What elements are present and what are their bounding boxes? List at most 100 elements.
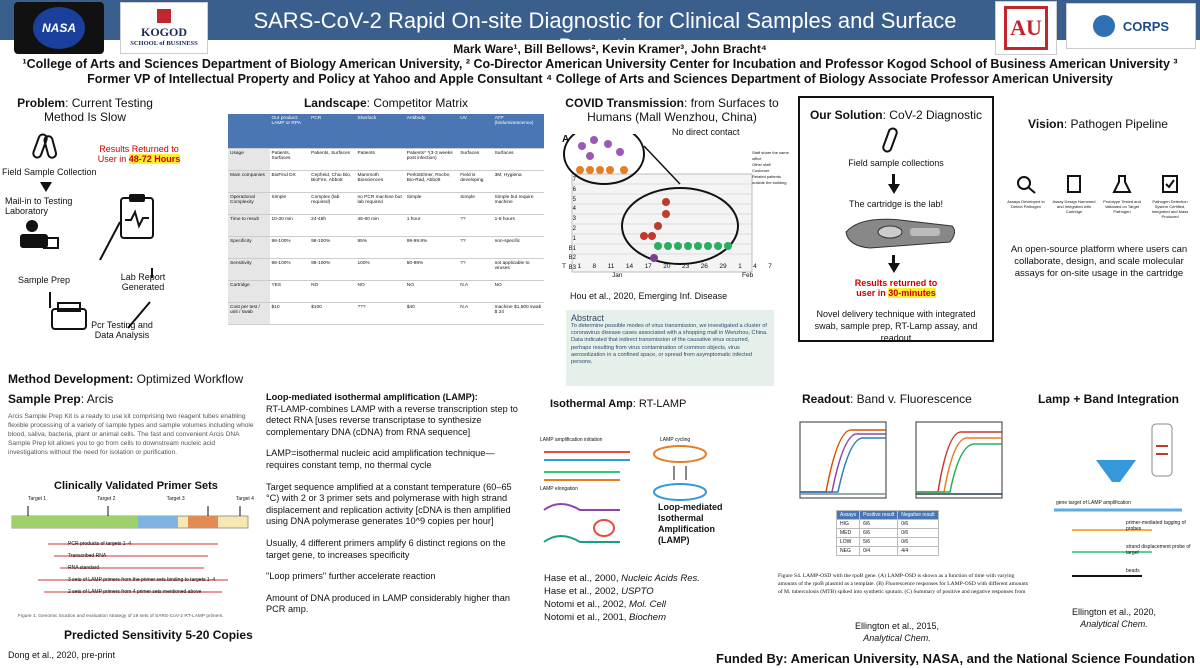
matrix-cell: BioFind DX	[269, 170, 310, 193]
matrix-cell: NO	[309, 280, 356, 303]
matrix-cell: 45-60 min	[355, 214, 405, 237]
row-label: 1	[572, 235, 576, 242]
iso-ref-4: Notomi et al., 2001, Biochem	[544, 611, 730, 624]
target-1: Target 1	[28, 496, 47, 502]
iso-ref-3: Notomi et al., 2002, Mol. Cell	[544, 598, 730, 611]
matrix-cell: 50-98%	[404, 258, 459, 281]
band-title: Lamp + Band Integration	[1038, 392, 1180, 406]
matrix-cell: Sensitivity	[228, 258, 270, 281]
band-ref-a: Ellington et al., 2020,	[1071, 607, 1157, 617]
target-4: Target 4	[235, 496, 254, 502]
matrix-cell: NO	[492, 280, 544, 303]
legend-1: Staff share the same office	[752, 150, 789, 161]
matrix-cell: Simple but require machine	[492, 192, 544, 215]
row-label: B3	[568, 265, 576, 272]
matrix-cell: Complex (lab required)	[309, 192, 356, 215]
matrix-cell: ??	[458, 236, 493, 259]
matrix-row: Cost per test / unit / swab$10$100???$40…	[228, 302, 544, 325]
problem-pcr: Pcr Testing and Data Analysis	[91, 320, 153, 340]
covid-section: COVID Transmission: from Surfaces to Hum…	[552, 96, 792, 386]
problem-title-rest: : Current Testing Method Is Slow	[43, 96, 153, 124]
covid-title: COVID Transmission: from Surfaces to Hum…	[552, 96, 792, 124]
problem-mail-in: Mail-in to Testing Laboratory	[5, 196, 73, 216]
poster-title: SARS-CoV-2 Rapid On-site Diagnostic for …	[253, 8, 957, 59]
matrix-cell: 99-99.8%	[404, 236, 459, 259]
au-logo: AU	[995, 1, 1057, 55]
target-3: Target 3	[166, 496, 185, 502]
down-arrow-icon	[888, 263, 900, 273]
matrix-cell: Field is developing	[458, 170, 493, 193]
iso-ref-2-b: USPTO	[621, 586, 654, 597]
row-label: B2	[568, 255, 576, 262]
matrix-cell: 1 hour	[404, 214, 459, 237]
nasa-logo-text: NASA	[33, 7, 85, 49]
solution-title-rest: : CoV-2 Diagnostic	[882, 108, 983, 122]
checklist-icon	[1162, 175, 1178, 193]
readout-caption: Figure S4. LAMP-OSD with the rpoB gene. …	[778, 573, 1029, 595]
matrix-cell: Usage	[228, 148, 270, 171]
sample-prep-title-rest: : Arcis	[80, 392, 114, 406]
matrix-cell: Simple	[458, 192, 493, 215]
matrix-header-cell: ATP (bioluminescence)	[492, 114, 544, 149]
matrix-cell: non-specific	[492, 236, 544, 259]
transmission-chart	[563, 134, 753, 273]
covid-title-rest: : from Surfaces to Humans (Mall Wenzhou,…	[587, 96, 779, 124]
down-arrow-icon	[40, 182, 52, 192]
sample-prep-title-bold: Sample Prep	[8, 392, 81, 406]
iso-title-bold: Isothermal Amp	[550, 398, 633, 410]
test-tube-icon	[878, 126, 908, 156]
matrix-header-cell	[228, 114, 270, 149]
problem-results-line2: User in	[97, 154, 127, 164]
pipeline-step-3-label: Prototype Tested and Validated on Target…	[1103, 199, 1141, 214]
problem-lab-report: Lab Report Generated	[120, 272, 166, 292]
icorps-logo: CORPS	[1066, 3, 1196, 49]
matrix-cell: 24-48h	[309, 214, 356, 237]
matrix-cell: not applicable to viruses	[492, 258, 544, 281]
readout-title-bold: Readout	[802, 392, 850, 406]
vision-title-bold: Vision	[1028, 117, 1064, 131]
matrix-cell: Surfaces	[492, 148, 544, 171]
sensitivity: Predicted Sensitivity 5-20 Copies	[64, 628, 253, 642]
row-label: 7	[572, 177, 576, 183]
problem-title-bold: Problem	[17, 96, 66, 110]
matrix-cell: $100	[309, 302, 356, 325]
readout-cell: 0/6	[897, 519, 939, 529]
lamp-p6: Amount of DNA produced in LAMP considera…	[266, 592, 510, 615]
matrix-cell: ???	[355, 302, 405, 325]
iso-section: Isothermal Amp: RT-LAMP LAMP amplificati…	[540, 392, 730, 652]
day-label: 26	[700, 263, 708, 270]
method-title: Method Development: Optimized Workflow	[8, 372, 243, 386]
readout-cell: 0/6	[897, 537, 939, 547]
sample-prep-section: Sample Prep: Arcis Arcis Sample Prep Kit…	[8, 392, 256, 664]
matrix-header-cell: Sherlock	[355, 114, 405, 149]
kogod-emblem	[157, 9, 171, 23]
kogod-text-2: SCHOOL of BUSINESS	[130, 40, 198, 47]
matrix-header-cell: UV	[458, 114, 493, 149]
landscape-title-bold: Landscape	[303, 96, 367, 110]
panel-label: A	[562, 134, 570, 145]
iso-title: Isothermal Amp: RT-LAMP	[550, 398, 730, 410]
pipeline-step-4: Pathogen Detection System Certified, Int…	[1148, 174, 1192, 219]
matrix-cell: ??	[458, 214, 493, 237]
matrix-cell: Patients	[355, 148, 405, 171]
matrix-cell: Cost per test / unit / swab	[228, 302, 270, 325]
matrix-cell: machine $1,500 swab $ 24	[492, 302, 544, 325]
readout-cell: NEG	[835, 546, 861, 556]
vision-desc: An open-source platform where users can …	[1010, 244, 1188, 279]
solution-cartridge: The cartridge is the lab!	[848, 199, 944, 209]
problem-results-hours: 48-72 Hours	[128, 154, 181, 164]
test-tube-icon	[30, 132, 60, 162]
iso-ref-1-a: Hase et al., 2000,	[544, 573, 622, 584]
readout-cell: 5/6	[859, 537, 899, 547]
iso-big-label: Loop-mediated Isothermal Amplification (…	[658, 502, 723, 545]
row-label: 6	[572, 186, 576, 193]
arrow-stem	[892, 174, 895, 184]
